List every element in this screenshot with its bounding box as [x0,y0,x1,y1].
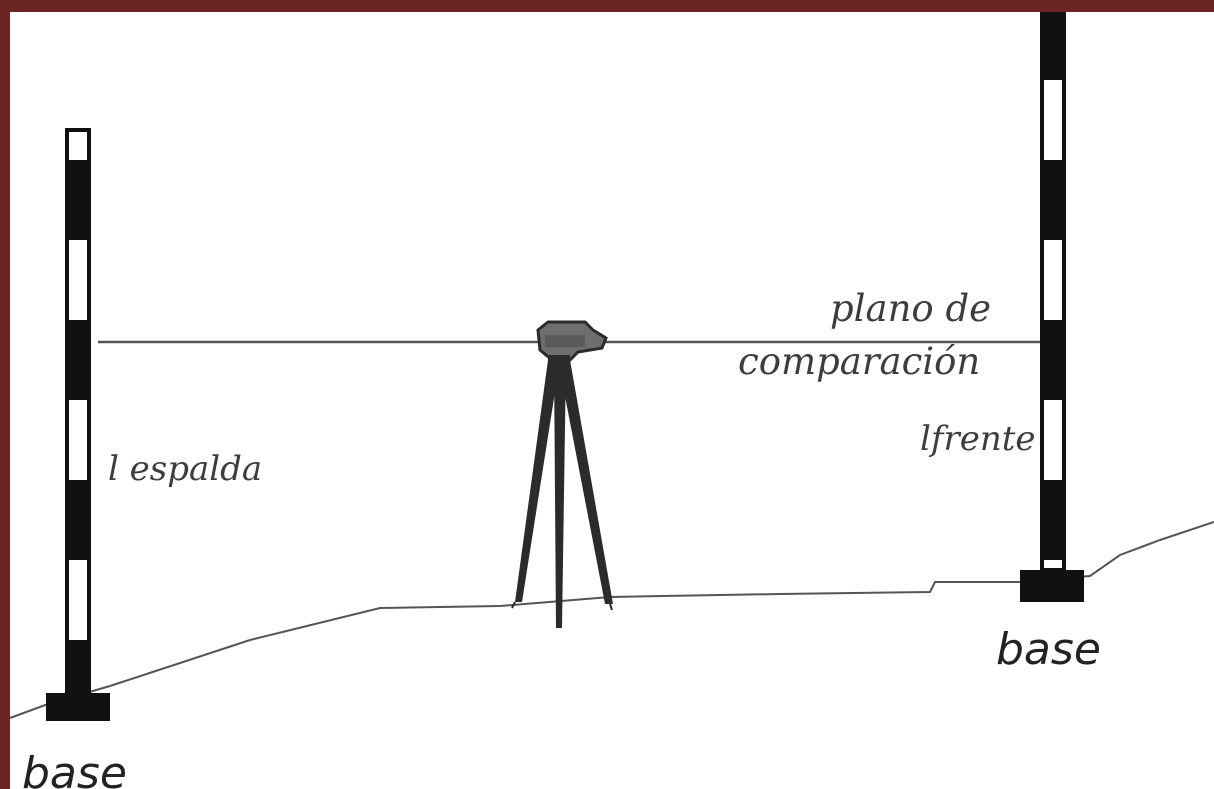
right-leveling-rod [1020,0,1084,602]
left-base-label: base [22,748,127,789]
tripod [511,360,613,628]
right-base-label: base [996,624,1101,675]
plane-label-line2: comparación [738,340,981,383]
level-instrument-icon [536,320,608,363]
foresight-label: lfrente [920,419,1036,459]
left-rod-base [46,693,110,721]
plane-label-line1: plano de [830,287,992,330]
left-leveling-rod [46,128,110,721]
right-rod-base [1020,570,1084,602]
ground-line [9,521,1214,719]
backsight-label: l espalda [108,449,263,489]
